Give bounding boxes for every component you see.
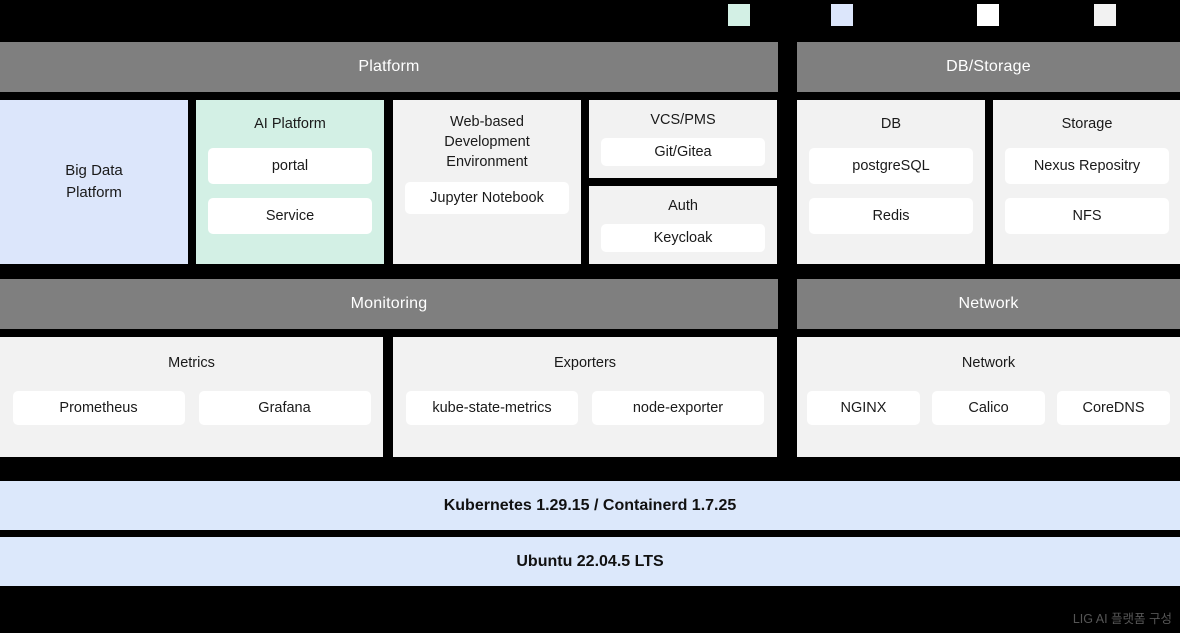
platform-section-header: Platform: [0, 42, 778, 92]
network-chip-calico[interactable]: Calico: [932, 391, 1045, 425]
big-data-line-2: Platform: [66, 184, 122, 201]
network-chip-nginx[interactable]: NGINX: [807, 391, 920, 425]
monitoring-section-header: Monitoring: [0, 279, 778, 329]
storage-chip-nfs[interactable]: NFS: [1005, 198, 1169, 234]
metrics-chip-row: Prometheus Grafana: [12, 391, 371, 425]
storage-title: Storage: [1061, 116, 1113, 132]
storage-card[interactable]: Storage Nexus Repositry NFS: [993, 100, 1180, 264]
dev-environment-title: Web-based Development Environment: [405, 112, 569, 172]
ai-platform-chip-service[interactable]: Service: [208, 198, 372, 234]
big-data-legend-swatch: [831, 4, 853, 26]
exporters-chip-node-exporter[interactable]: node-exporter: [592, 391, 764, 425]
dev-env-line-1: Web-based: [450, 114, 524, 130]
storage-chip-nexus[interactable]: Nexus Repositry: [1005, 148, 1169, 184]
metrics-card[interactable]: Metrics Prometheus Grafana: [0, 337, 383, 457]
dev-environment-card[interactable]: Web-based Development Environment Jupyte…: [393, 100, 581, 264]
vcs-pms-card[interactable]: VCS/PMS Git/Gitea: [589, 100, 777, 178]
ubuntu-os-bar: Ubuntu 22.04.5 LTS: [0, 537, 1180, 586]
vcs-pms-chip-git[interactable]: Git/Gitea: [601, 138, 765, 166]
network-card[interactable]: Network NGINX Calico CoreDNS: [797, 337, 1180, 457]
metrics-title: Metrics: [168, 355, 215, 371]
db-chip-postgresql[interactable]: postgreSQL: [809, 148, 973, 184]
legend-strip: [0, 0, 1180, 42]
exporters-card[interactable]: Exporters kube-state-metrics node-export…: [393, 337, 777, 457]
network-chip-coredns[interactable]: CoreDNS: [1057, 391, 1170, 425]
exporters-title: Exporters: [553, 355, 617, 371]
db-title: DB: [880, 116, 902, 132]
network-chip-row: NGINX Calico CoreDNS: [807, 391, 1170, 425]
kubernetes-containerd-bar: Kubernetes 1.29.15 / Containerd 1.7.25: [0, 481, 1180, 530]
db-storage-section-header: DB/Storage: [797, 42, 1180, 92]
ai-platform-legend-swatch: [728, 4, 750, 26]
component-legend-swatch: [977, 4, 999, 26]
big-data-line-1: Big Data: [65, 161, 123, 179]
exporters-chip-row: kube-state-metrics node-exporter: [406, 391, 764, 425]
db-chip-redis[interactable]: Redis: [809, 198, 973, 234]
network-title: Network: [961, 355, 1016, 371]
ai-platform-title: AI Platform: [254, 116, 326, 132]
auth-chip-keycloak[interactable]: Keycloak: [601, 224, 765, 252]
auth-card[interactable]: Auth Keycloak: [589, 186, 777, 264]
ai-platform-card[interactable]: AI Platform portal Service: [196, 100, 384, 264]
db-card[interactable]: DB postgreSQL Redis: [797, 100, 985, 264]
network-section-header: Network: [797, 279, 1180, 329]
group-legend-swatch: [1094, 4, 1116, 26]
metrics-chip-prometheus[interactable]: Prometheus: [12, 391, 185, 425]
auth-title: Auth: [668, 198, 698, 214]
big-data-platform-card[interactable]: Big Data Platform: [0, 100, 188, 264]
dev-env-line-2: Development: [444, 134, 530, 150]
metrics-chip-grafana[interactable]: Grafana: [198, 391, 371, 425]
dev-env-line-3: Environment: [446, 154, 528, 170]
vcs-pms-title: VCS/PMS: [650, 112, 716, 128]
dev-environment-chip-jupyter[interactable]: Jupyter Notebook: [405, 182, 569, 214]
exporters-chip-kube-state-metrics[interactable]: kube-state-metrics: [406, 391, 578, 425]
ai-platform-chip-portal[interactable]: portal: [208, 148, 372, 184]
big-data-platform-label: Big Data Platform: [65, 160, 123, 205]
footer-caption: LIG AI 플랫폼 구성: [1072, 612, 1172, 626]
